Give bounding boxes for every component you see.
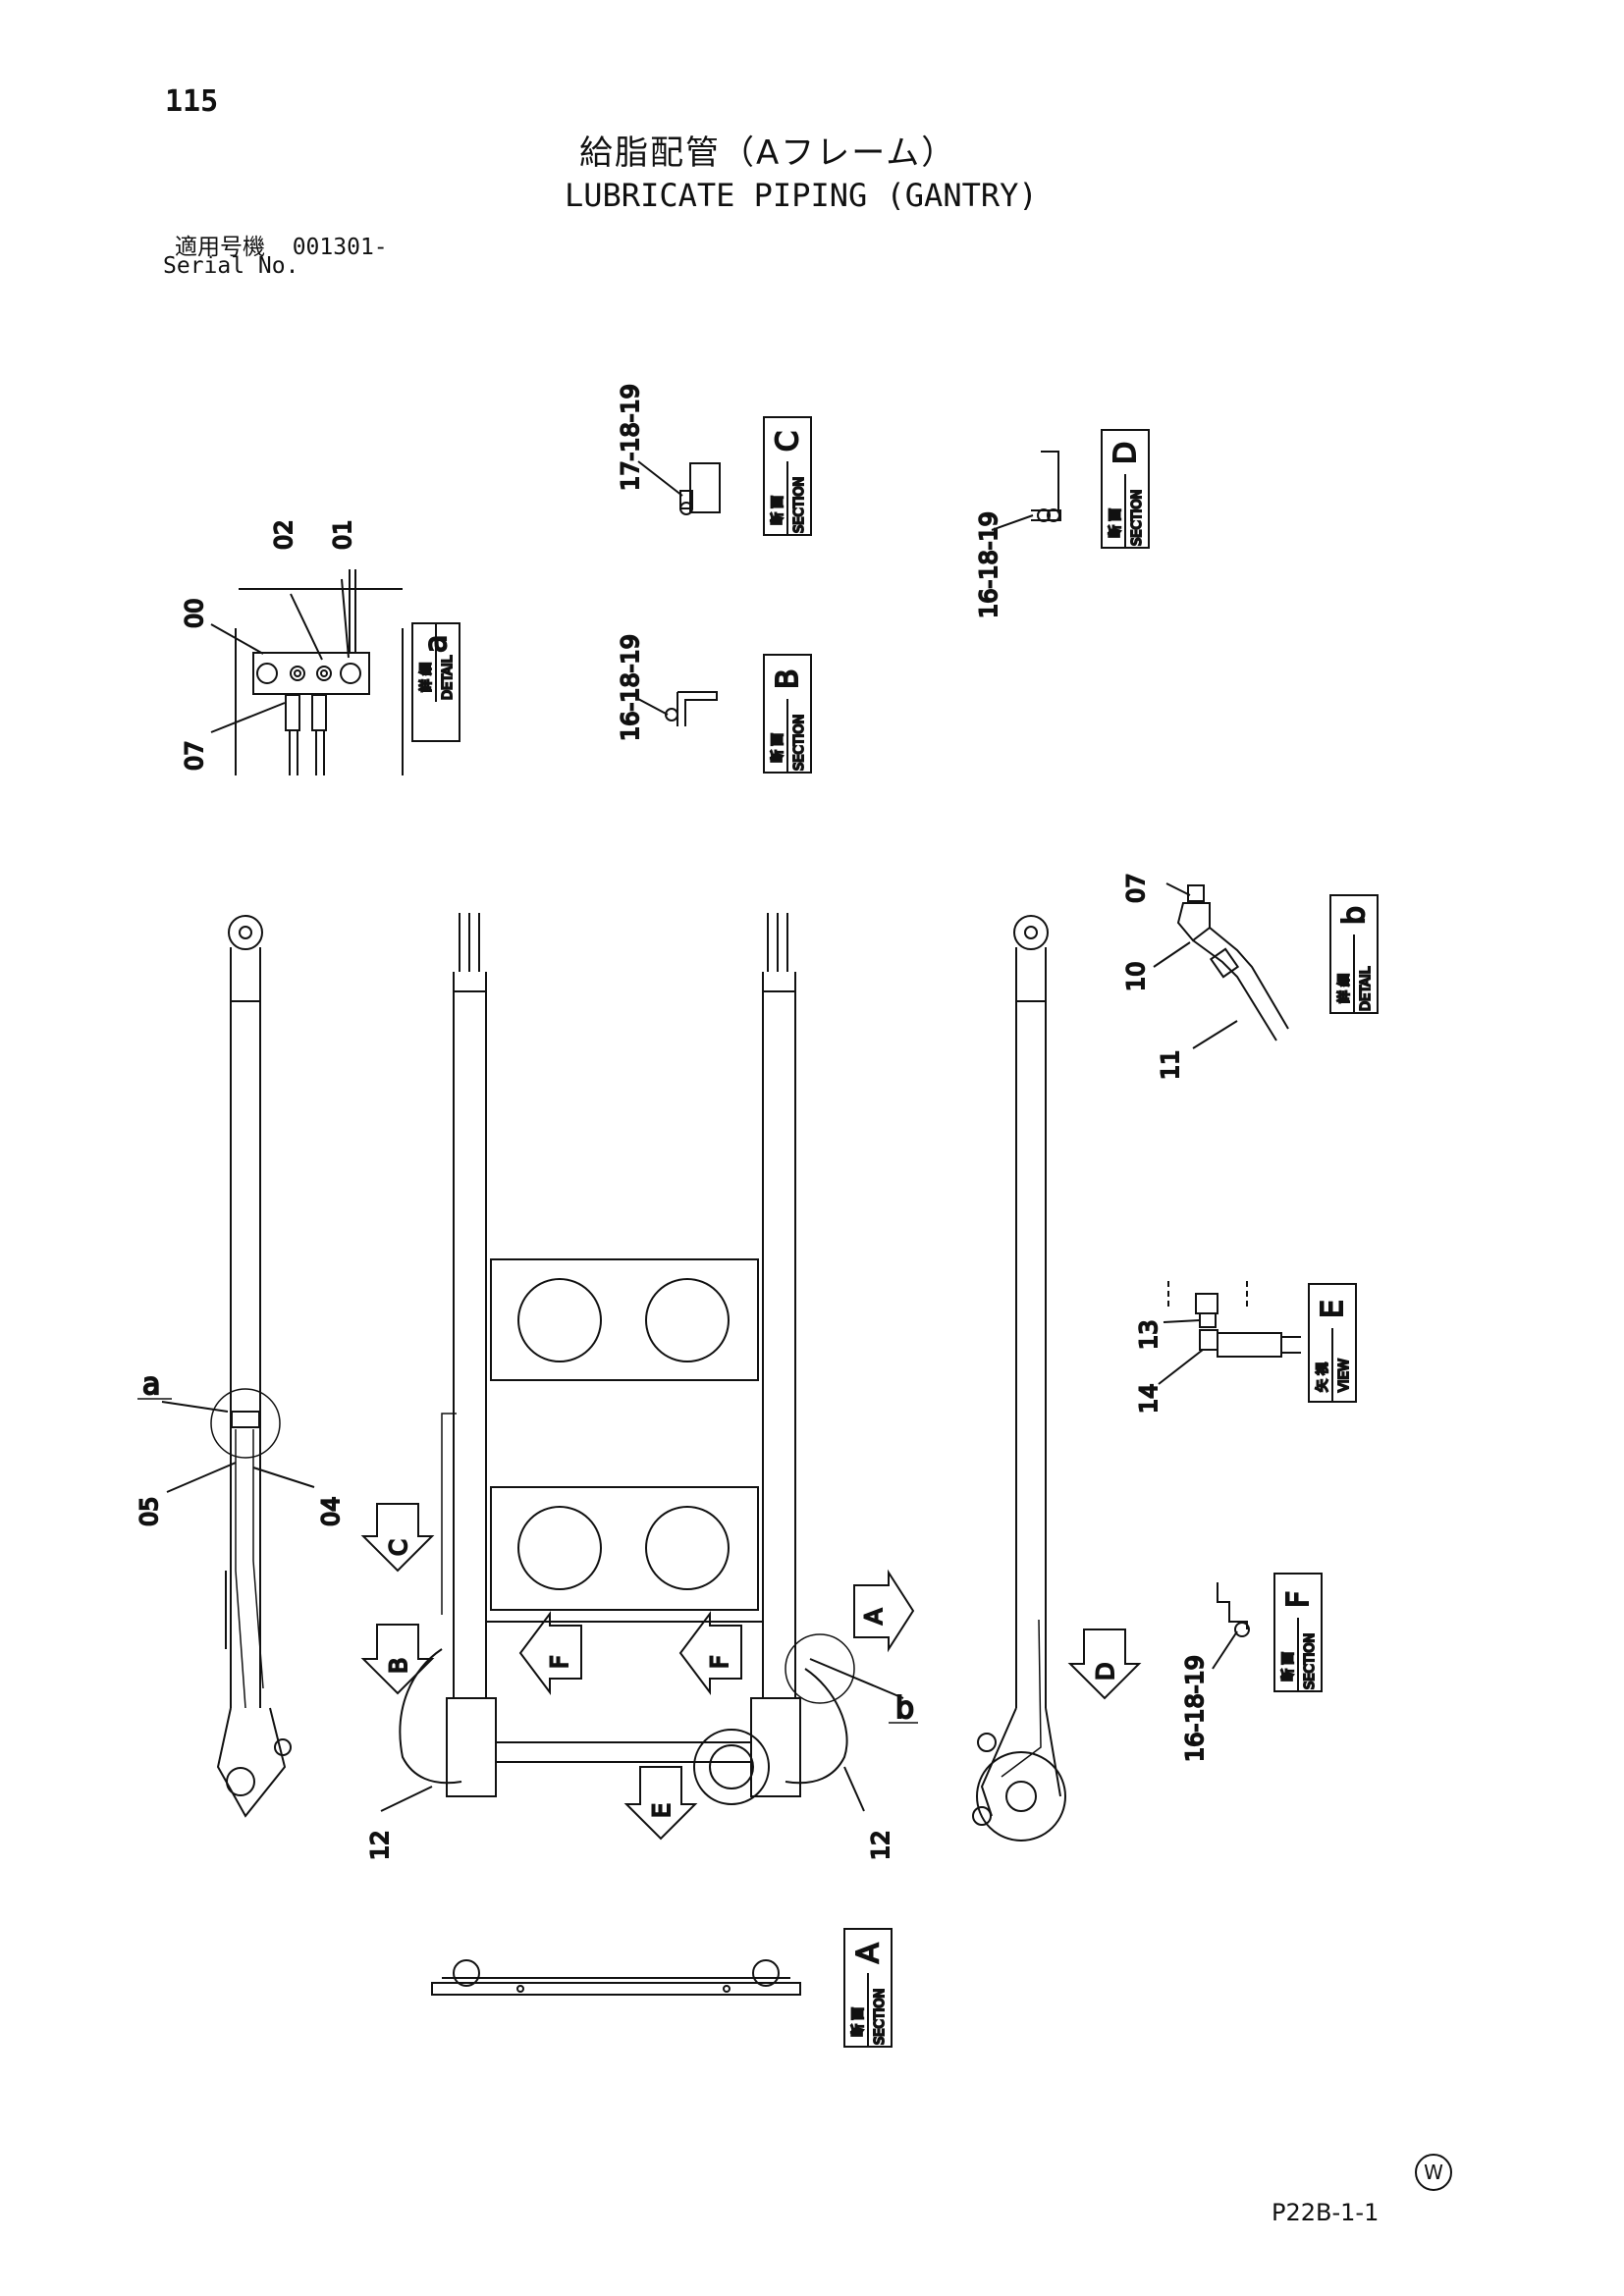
svg-text:F: F [546, 1655, 573, 1669]
box-detail-a: 詳 細 DETAIL a [411, 622, 460, 742]
svg-text:F: F [1281, 1591, 1316, 1608]
svg-text:a: a [419, 635, 454, 653]
part-label-07: 07 [181, 740, 208, 771]
part-label-01: 01 [329, 519, 356, 550]
svg-text:断 面: 断 面 [771, 496, 785, 525]
view-arrow-d: D [1067, 1629, 1142, 1700]
gantry-frame-center [399, 913, 848, 1805]
part-label-12-left: 12 [366, 1830, 394, 1860]
svg-text:B: B [771, 668, 805, 689]
svg-text:矢 視: 矢 視 [1316, 1362, 1330, 1392]
part-label-b07: 07 [1122, 873, 1150, 903]
serial-line: 適用号機 001301- [175, 228, 388, 261]
part-label-12-right: 12 [867, 1830, 894, 1860]
svg-text:詳 細: 詳 細 [418, 663, 434, 692]
svg-text:SECTION: SECTION [792, 477, 807, 533]
svg-text:SECTION: SECTION [792, 715, 807, 771]
svg-text:詳 細: 詳 細 [1336, 974, 1352, 1003]
detail-a-view [210, 569, 404, 775]
title-english: LUBRICATE PIPING (GANTRY) [565, 177, 1038, 214]
svg-text:B: B [385, 1658, 412, 1674]
svg-text:C: C [771, 431, 805, 452]
svg-text:A: A [860, 1608, 888, 1625]
part-label-16-18-19-b: 16-18-19 [617, 634, 644, 741]
serial-label-en: Serial No. [163, 253, 299, 279]
view-e-detail [1158, 1281, 1301, 1385]
part-label-13: 13 [1135, 1319, 1163, 1350]
section-f-view [1212, 1582, 1250, 1670]
svg-text:F: F [706, 1655, 733, 1669]
svg-text:DETAIL: DETAIL [441, 655, 456, 700]
box-section-b: 断 面 SECTION B [763, 654, 812, 774]
svg-text:E: E [1316, 1300, 1350, 1318]
serial-label-jp: 適用号機 [175, 235, 265, 260]
box-view-e: 矢 視 VIEW E [1308, 1283, 1357, 1403]
svg-text:C: C [385, 1539, 412, 1556]
box-section-d: 断 面 SECTION D [1101, 429, 1150, 549]
part-label-b10: 10 [1122, 961, 1150, 991]
box-section-c: 断 面 SECTION C [763, 416, 812, 536]
detail-b-view [1153, 882, 1289, 1049]
svg-text:DETAIL: DETAIL [1359, 966, 1374, 1011]
section-d-view [991, 451, 1061, 531]
svg-text:A: A [851, 1943, 886, 1963]
part-label-b11: 11 [1157, 1049, 1184, 1080]
page-number: 115 [165, 84, 219, 119]
svg-text:SECTION: SECTION [1130, 490, 1145, 546]
box-section-f: 断 面 SECTION F [1273, 1573, 1323, 1692]
view-arrow-c: C [360, 1503, 435, 1573]
gantry-right-leg [972, 915, 1066, 1842]
page-code: P22B-1-1 [1272, 2199, 1380, 2226]
title-japanese: 給脂配管（Aフレーム） [579, 133, 957, 173]
section-b-view [637, 691, 718, 726]
ref-label-b: b [895, 1691, 914, 1726]
view-arrow-b: B [360, 1624, 435, 1695]
svg-text:D: D [1092, 1663, 1119, 1681]
svg-text:SECTION: SECTION [1303, 1633, 1318, 1689]
watermark-symbol: W [1415, 2154, 1452, 2191]
gantry-left-leg [210, 915, 292, 1818]
part-label-04: 04 [317, 1496, 345, 1526]
svg-text:SECTION: SECTION [873, 1989, 888, 2045]
part-label-02: 02 [270, 519, 298, 550]
part-label-05: 05 [135, 1496, 163, 1526]
svg-text:E: E [648, 1803, 676, 1818]
box-detail-b: 詳 細 DETAIL b [1329, 894, 1379, 1014]
view-arrow-f-right: F [678, 1611, 742, 1695]
svg-text:b: b [1337, 906, 1372, 925]
section-a-view [431, 1959, 801, 1996]
part-label-16-18-19-f: 16-18-19 [1181, 1655, 1209, 1762]
svg-text:D: D [1109, 442, 1143, 464]
view-arrow-e: E [623, 1766, 698, 1841]
svg-text:断 面: 断 面 [851, 2007, 866, 2037]
view-arrow-a: A [853, 1569, 915, 1653]
ref-label-a: a [142, 1367, 160, 1402]
svg-text:断 面: 断 面 [1281, 1652, 1296, 1682]
box-section-a: 断 面 SECTION A [843, 1928, 893, 2048]
part-label-17-18-19: 17-18-19 [617, 384, 644, 491]
part-label-00: 00 [181, 598, 208, 628]
view-arrow-f-left: F [518, 1611, 582, 1695]
part-label-16-18-19-d: 16-18-19 [975, 511, 1002, 618]
section-c-view [637, 460, 721, 515]
svg-text:VIEW: VIEW [1337, 1359, 1352, 1392]
svg-text:断 面: 断 面 [1109, 508, 1123, 538]
serial-value: 001301- [292, 235, 388, 260]
svg-text:断 面: 断 面 [771, 733, 785, 763]
part-label-14: 14 [1135, 1383, 1163, 1414]
